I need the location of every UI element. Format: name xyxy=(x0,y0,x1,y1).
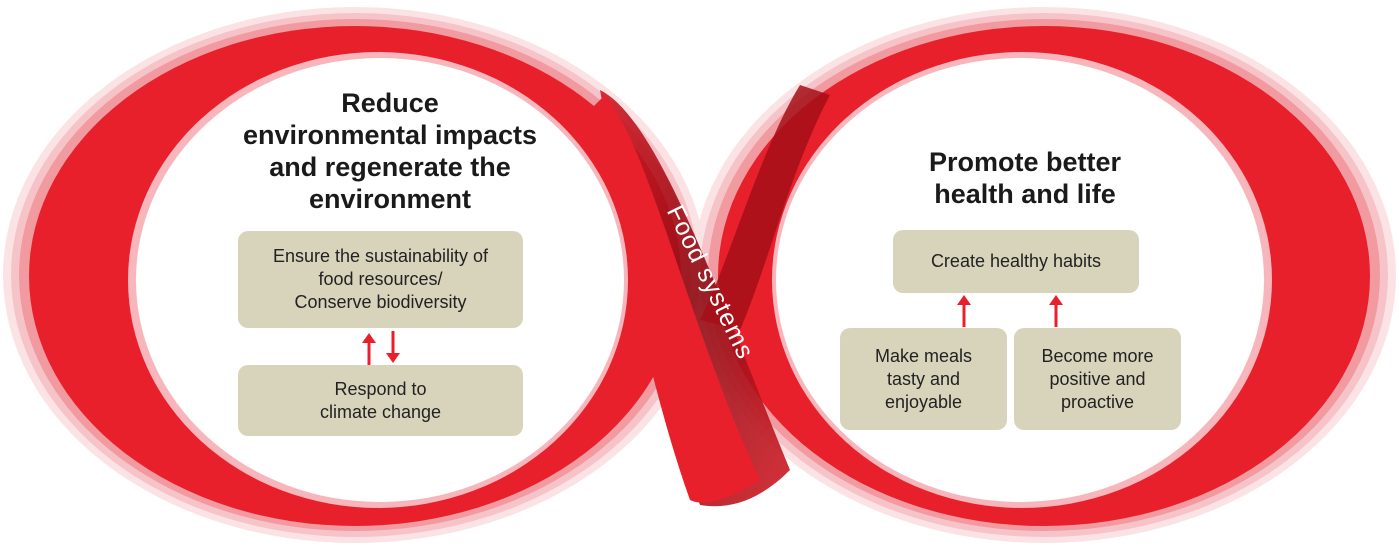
arrow-down-left xyxy=(386,331,400,363)
box-sustainability: Ensure the sustainability of food resour… xyxy=(238,231,523,328)
arrow-up-right-1 xyxy=(957,295,971,327)
arrow-up-right-2 xyxy=(1049,295,1063,327)
box-climate-change: Respond to climate change xyxy=(238,365,523,436)
left-title: Reduce environmental impacts and regener… xyxy=(242,88,538,214)
right-title: Promote better health and life xyxy=(928,147,1122,209)
box-positive-proactive: Become more positive and proactive xyxy=(1014,328,1181,430)
box-healthy-habits: Create healthy habits xyxy=(893,230,1139,293)
box-tasty-meals: Make meals tasty and enjoyable xyxy=(840,328,1007,430)
arrow-up-left xyxy=(362,333,376,365)
